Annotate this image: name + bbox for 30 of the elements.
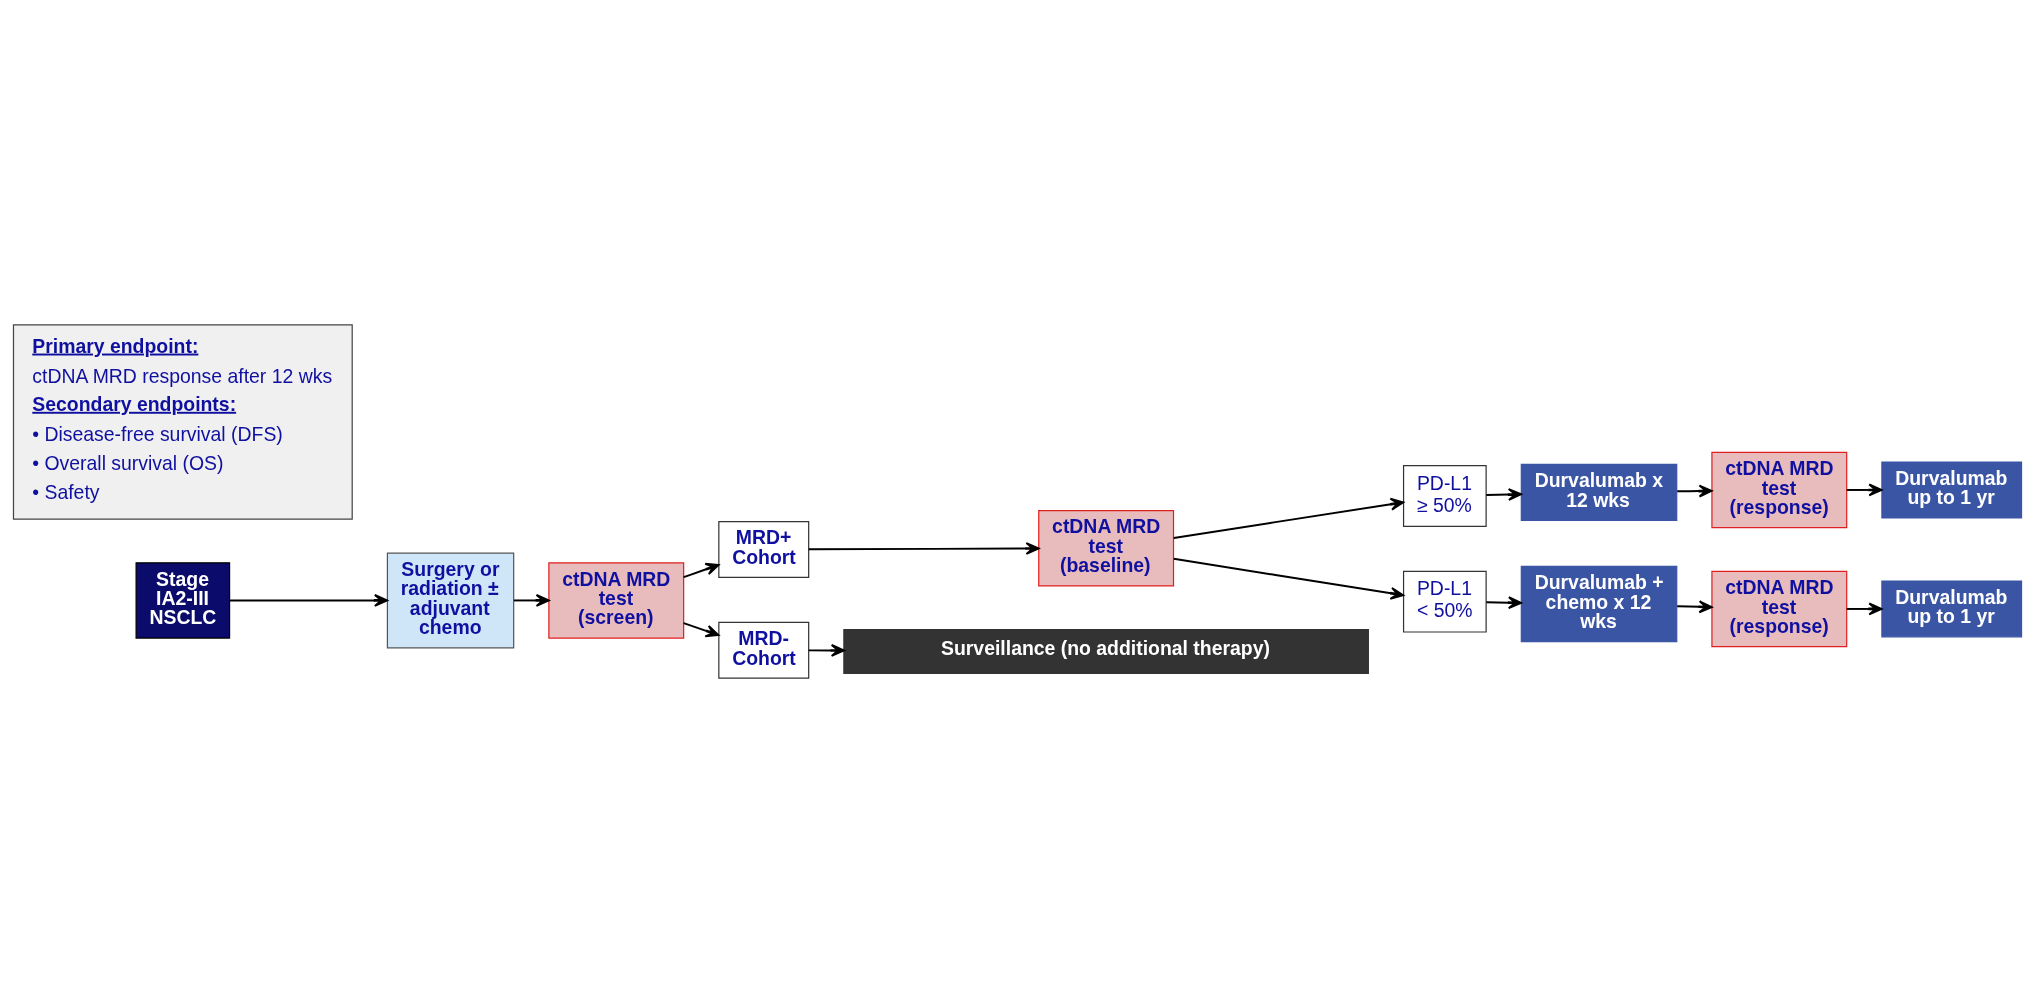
node-box: PD-L1 ≥ 50% <box>1402 465 1487 527</box>
arrow <box>1172 557 1405 600</box>
arrow <box>1676 600 1713 614</box>
arrow <box>807 542 1040 555</box>
arrow <box>1676 484 1713 498</box>
node-box: ctDNA MRD test (response) <box>1711 451 1848 529</box>
arrow <box>513 594 550 607</box>
node-box: Durvalumab + chemo x 12 wks <box>1520 565 1678 643</box>
node-box: Surgery or radiation ± adjuvant chemo <box>386 552 515 649</box>
arrow <box>682 622 720 638</box>
arrow <box>1845 602 1883 616</box>
node-box: MRD+ Cohort <box>718 520 810 578</box>
node-box: ctDNA MRD test (screen) <box>548 562 685 639</box>
node-box: Surveillance (no additional therapy) <box>843 628 1369 674</box>
node-box: Durvalumab x 12 wks <box>1520 463 1678 521</box>
node-box: Durvalumab up to 1 yr <box>1881 580 2023 638</box>
arrow <box>1485 596 1522 610</box>
arrow <box>1485 488 1522 501</box>
node-box: Primary endpoint: ctDNA MRD response after 12 wks Secondary endpoints: • Disease-free survival (DFS) • Overall survival (OS) • Safety <box>12 324 353 520</box>
node-box: MRD- Cohort <box>718 621 810 679</box>
arrow <box>807 644 845 657</box>
node-box: Durvalumab up to 1 yr <box>1881 461 2023 519</box>
arrow <box>1845 483 1883 497</box>
node-box: PD-L1 < 50% <box>1402 570 1487 633</box>
node-box: Stage IA2-III NSCLC <box>135 562 231 639</box>
node-box: ctDNA MRD test (response) <box>1711 570 1848 648</box>
node-box: ctDNA MRD test (baseline) <box>1038 510 1175 587</box>
arrow <box>1172 497 1405 539</box>
arrow <box>682 562 720 579</box>
arrow <box>228 594 388 607</box>
